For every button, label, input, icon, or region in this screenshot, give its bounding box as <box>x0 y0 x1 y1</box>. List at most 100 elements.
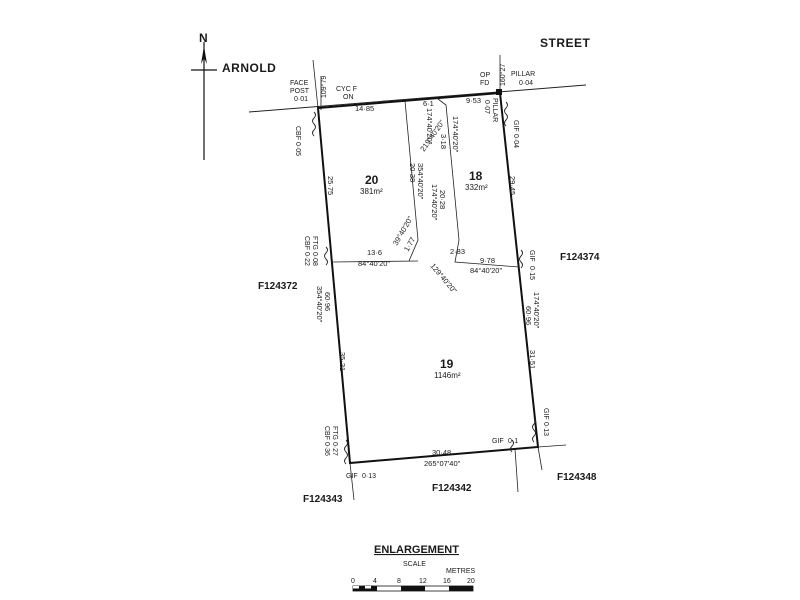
cbf-top-label: CBF <box>294 126 301 140</box>
occupation-mark-gif-mid <box>519 249 523 269</box>
gif-mid-label: GIF <box>528 250 535 262</box>
gif-top-label: GIF <box>512 120 519 132</box>
top-left-bearing: 109°79 <box>320 76 328 98</box>
dim-lot20-bottom: 13·6 <box>367 248 382 257</box>
gif-top-value: 0·04 <box>512 134 519 148</box>
dim-rear-bearing: 265°07'40" <box>424 459 461 468</box>
cyc-on-label: ON <box>343 94 354 101</box>
scale-tick-4: 4 <box>373 578 377 585</box>
scale-tick-0: 0 <box>351 578 355 585</box>
dim-left-bearing: 354°40'20" <box>315 286 324 323</box>
extension-line-rb <box>537 446 543 471</box>
lot-18-number: 18 <box>469 169 483 183</box>
top-right-bearing: 160°27 <box>499 64 507 86</box>
dim-lot18-inner-bearing: 174°40'20" <box>430 184 439 221</box>
face-post-label-2: POST <box>290 88 310 95</box>
scale-bar-segment-3 <box>401 586 425 591</box>
scale-tick-8: 8 <box>397 578 401 585</box>
scale-tick-20: 20 <box>467 578 475 585</box>
dim-right-lower: 31·51 <box>528 350 537 369</box>
pillar-side-label: PILLAR <box>491 98 498 122</box>
parcel-f124348: F124348 <box>557 472 597 483</box>
occupation-mark-ftg-mid <box>324 246 328 266</box>
lot-20-east-line <box>404 100 419 262</box>
scale-label: SCALE <box>403 561 426 568</box>
occupation-mark-cbf-top <box>312 111 316 137</box>
cbf-low-label: CBF 0·36 <box>323 426 330 456</box>
occupation-mark-ftg-low <box>344 439 348 465</box>
lot-20-number: 20 <box>365 173 379 187</box>
dim-right-bearing: 174°40'20" <box>532 292 541 329</box>
dim-right-upper: 29·45 <box>508 176 517 195</box>
extension-line-br <box>514 448 519 493</box>
lot-19-number: 19 <box>440 357 454 371</box>
op-label: OP <box>480 72 490 79</box>
street-name-right: STREET <box>540 36 591 50</box>
north-arrow-head <box>201 46 207 64</box>
scale-tick-12: 12 <box>419 578 427 585</box>
dim-right-total: 60·96 <box>524 306 533 325</box>
lot-20-south-line <box>331 260 419 263</box>
dim-lot18-diag-bearing: 129°40'20" <box>428 262 458 296</box>
road-alignment-line <box>248 84 587 113</box>
gif-bottom-right-label: GIF <box>492 438 504 445</box>
pillar-top-label: PILLAR <box>511 71 535 78</box>
occupation-mark-gif-br <box>510 439 514 453</box>
gif-bottom-right-value: 0·1 <box>508 438 518 445</box>
dim-front-right: 9·53 <box>466 96 481 105</box>
scale-bar-sub-1 <box>353 586 359 589</box>
lot-20-area: 381m² <box>360 187 383 196</box>
parcel-f124374: F124374 <box>560 252 600 263</box>
cbf-mid-label: CBF 0·22 <box>303 236 310 266</box>
gif-mid-value: 0·15 <box>528 266 535 280</box>
occupation-mark-gif-low <box>532 417 536 443</box>
dim-left-lower: 35·21 <box>338 352 347 371</box>
dim-lot20-bottom-bearing: 84°40'20" <box>358 259 390 268</box>
gif-right-low-label: GIF <box>542 408 549 420</box>
dim-lot18-bottom-bearing: 84°40'20" <box>470 266 502 275</box>
dim-lot20-diag-len: 3·18 <box>439 134 448 149</box>
dim-lot18-inner: 20·28 <box>438 190 447 209</box>
north-arrow: N <box>191 31 217 160</box>
dim-rear: 30·48 <box>432 448 451 457</box>
ftg-mid-label: FTG 0·08 <box>311 236 318 266</box>
gif-bottom-left-value: 0·13 <box>362 473 376 480</box>
face-post-label: FACE <box>290 80 309 87</box>
dim-lot18-diag: 2·83 <box>450 247 465 256</box>
dim-lot20-inner-left: 20·38 <box>408 163 417 182</box>
dim-lot18-top-bearing-2: 174°40'20" <box>451 116 460 153</box>
parcel-f124343: F124343 <box>303 494 343 505</box>
occupation-mark-gif-top <box>504 101 508 127</box>
scale-bar-sub-2 <box>365 586 371 589</box>
gif-bottom-left-label: GIF <box>346 473 358 480</box>
dim-lot20-inner-bearing: 354°40'20" <box>416 163 425 200</box>
diagram-title: ENLARGEMENT <box>374 544 459 556</box>
lot-19-area: 1146m² <box>434 371 461 380</box>
north-label: N <box>199 31 208 45</box>
lot-18-area: 332m² <box>465 183 488 192</box>
parcel-f124342: F124342 <box>432 483 472 494</box>
dim-left-total: 60·96 <box>323 292 332 311</box>
parcel-f124372: F124372 <box>258 281 298 292</box>
street-name-left: ARNOLD <box>222 61 276 75</box>
pillar-top-value: 0·04 <box>519 80 533 87</box>
face-post-value: 0·01 <box>294 96 308 103</box>
scale-bar-segment-5 <box>449 586 473 591</box>
fd-label: FD <box>480 80 489 87</box>
dim-lot18-bottom: 9·78 <box>480 256 495 265</box>
scale-tick-16: 16 <box>443 578 451 585</box>
gif-right-low-value: 0·13 <box>542 422 549 436</box>
lot-18-west-line <box>437 98 520 268</box>
extension-line-tl <box>312 59 319 109</box>
dim-lot20-short: 1·77 <box>402 235 417 253</box>
pillar-marker <box>496 89 502 95</box>
dim-front-left: 14·85 <box>355 104 374 113</box>
extension-line-r <box>537 444 567 448</box>
dim-front-mid: 6·1 <box>423 99 434 108</box>
dim-left-upper: 25·75 <box>326 176 335 195</box>
cyc-f-label: CYC F <box>336 86 357 93</box>
extension-line-bl <box>349 462 355 501</box>
dim-lot18-top-bearing: 174°40'20" <box>425 108 434 145</box>
scale-bar: SCALE METRES 0 4 8 12 16 20 <box>351 561 476 592</box>
